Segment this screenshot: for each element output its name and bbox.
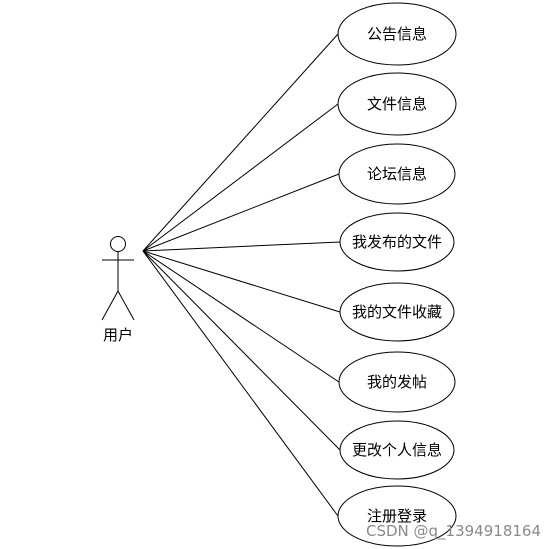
association-line-6 xyxy=(142,250,340,383)
association-line-2 xyxy=(142,103,339,252)
actor-user xyxy=(101,236,135,321)
use-case-label-3: 论坛信息 xyxy=(367,165,427,183)
actor-right-leg xyxy=(117,290,135,321)
actor-left-leg xyxy=(101,290,119,321)
use-case-3 xyxy=(338,143,456,205)
association-line-7 xyxy=(142,250,341,451)
use-case-4 xyxy=(339,212,455,272)
actor-head xyxy=(110,236,126,252)
use-case-6 xyxy=(338,351,456,413)
association-line-4 xyxy=(142,241,341,252)
use-case-7 xyxy=(339,420,455,480)
use-case-ellipses xyxy=(337,2,457,547)
association-line-8 xyxy=(142,250,339,517)
use-case-label-2: 文件信息 xyxy=(367,95,427,113)
use-case-8 xyxy=(337,485,457,547)
use-case-label-8: 注册登录 xyxy=(367,507,427,525)
use-case-label-7: 更改个人信息 xyxy=(352,441,442,459)
association-lines xyxy=(142,33,341,517)
association-line-3 xyxy=(142,173,340,252)
use-case-label-6: 我的发帖 xyxy=(367,373,427,391)
use-case-label-5: 我的文件收藏 xyxy=(352,303,442,321)
use-case-label-1: 公告信息 xyxy=(367,25,427,43)
use-case-2 xyxy=(337,72,457,136)
watermark-text: CSDN @q_1394918164 xyxy=(366,522,541,541)
actor-label: 用户 xyxy=(103,326,133,344)
association-line-5 xyxy=(142,250,341,313)
use-case-labels: 公告信息 文件信息 论坛信息 我发布的文件 我的文件收藏 我的发帖 更改个人信息… xyxy=(352,25,442,525)
association-line-1 xyxy=(142,33,339,252)
use-case-label-4: 我发布的文件 xyxy=(352,233,442,251)
use-case-5 xyxy=(339,282,455,342)
use-case-1 xyxy=(337,2,457,66)
